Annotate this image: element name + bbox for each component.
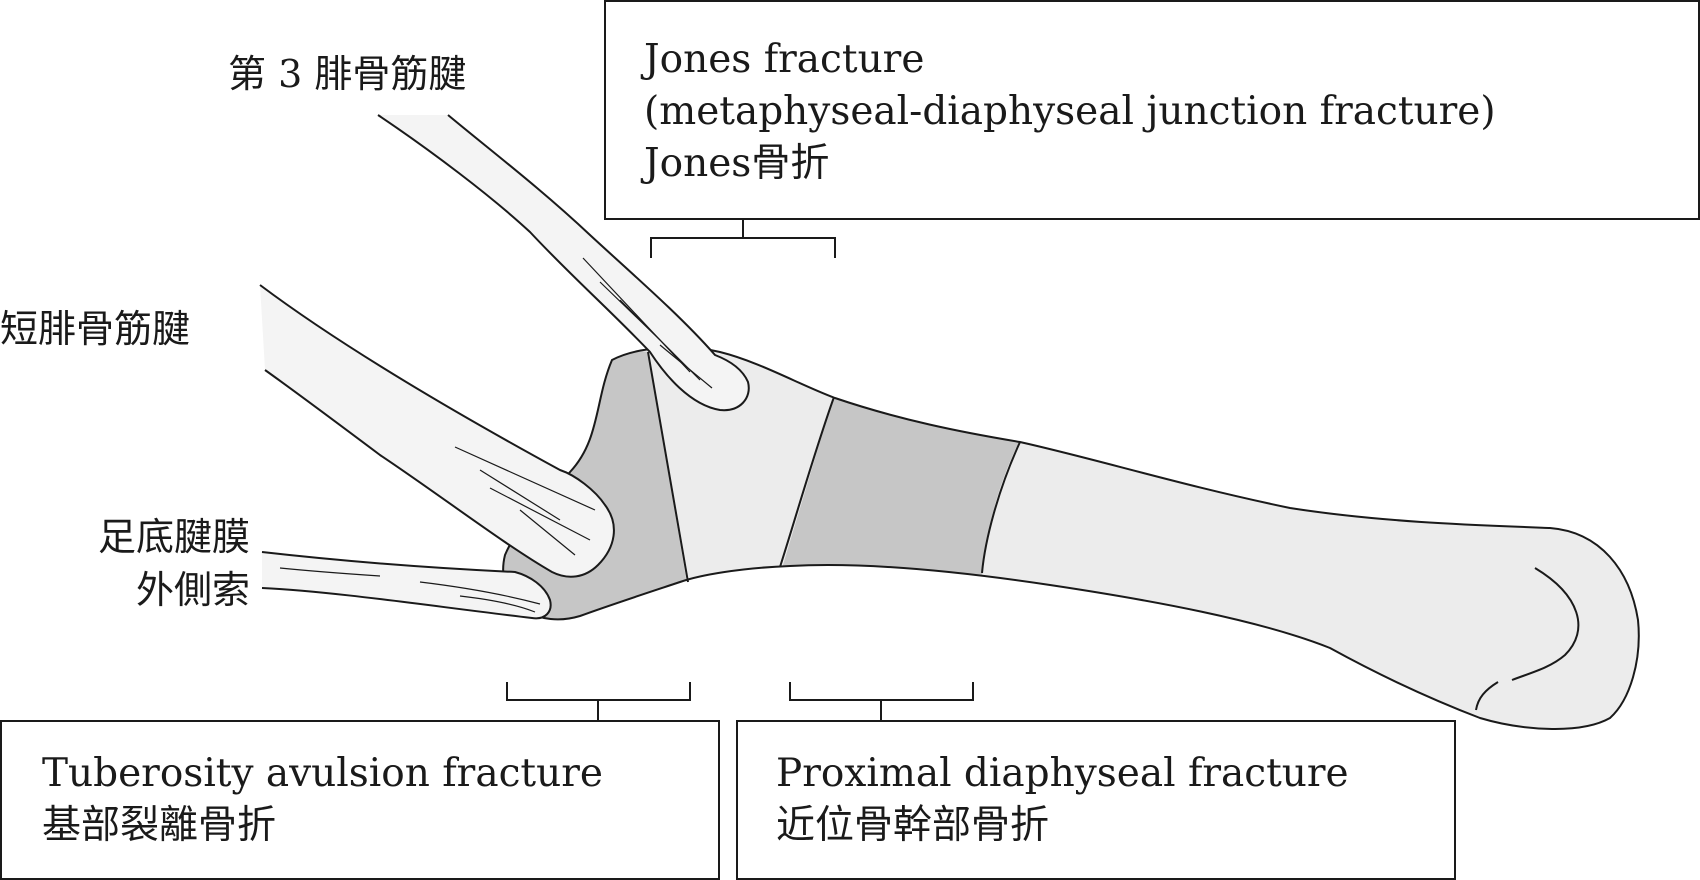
fascia-fiber-3 bbox=[279, 567, 381, 577]
brevis-fiber-2 bbox=[489, 487, 591, 541]
tertius-fiber-4 bbox=[599, 281, 661, 341]
label-plantar-fascia-2: 外側索 bbox=[135, 568, 250, 612]
metatarsal-bone bbox=[503, 347, 1639, 729]
zone-proximal-diaphysis bbox=[780, 395, 1020, 575]
boundary-jones-distal bbox=[779, 396, 835, 568]
plantar-fascia-lateral-cord bbox=[261, 551, 552, 620]
peroneus-brevis-tendon bbox=[259, 284, 615, 578]
tuberosity-fracture-box: Tuberosity avulsion fracture 基部裂離骨折 bbox=[0, 720, 720, 880]
label-peroneus-tertius: 第 3 腓骨筋腱 bbox=[228, 52, 467, 96]
head-notch bbox=[1475, 681, 1499, 711]
jones-bracket bbox=[650, 218, 836, 258]
fascia-fiber-2 bbox=[459, 595, 536, 613]
brevis-fiber-3 bbox=[519, 509, 576, 556]
proximal-title: Proximal diaphyseal fracture bbox=[776, 751, 1349, 796]
fascia-fiber-1 bbox=[419, 581, 541, 605]
label-plantar-fascia-1: 足底腱膜 bbox=[97, 515, 250, 559]
brevis-fiber-1 bbox=[454, 446, 596, 511]
boundary-tuberosity bbox=[647, 351, 689, 583]
boundary-proximal-distal bbox=[981, 441, 1021, 574]
proximal-bracket bbox=[789, 682, 974, 720]
tuberosity-title: Tuberosity avulsion fracture bbox=[42, 751, 603, 796]
proximal-fracture-box: Proximal diaphyseal fracture 近位骨幹部骨折 bbox=[736, 720, 1456, 880]
jones-fracture-box: Jones fracture (metaphyseal-diaphyseal j… bbox=[604, 0, 1700, 220]
label-peroneus-brevis: 短腓骨筋腱 bbox=[0, 307, 191, 351]
jones-subtitle: (metaphyseal-diaphyseal junction fractur… bbox=[644, 89, 1496, 134]
proximal-japanese: 近位骨幹部骨折 bbox=[776, 803, 1050, 848]
tuberosity-bracket bbox=[506, 682, 691, 720]
tertius-fiber-3 bbox=[659, 344, 713, 389]
head-contour bbox=[1511, 567, 1580, 681]
jones-japanese: Jones骨折 bbox=[644, 141, 830, 186]
jones-title: Jones fracture bbox=[644, 37, 925, 82]
brevis-fiber-4 bbox=[479, 469, 561, 521]
tuberosity-japanese: 基部裂離骨折 bbox=[42, 803, 277, 848]
